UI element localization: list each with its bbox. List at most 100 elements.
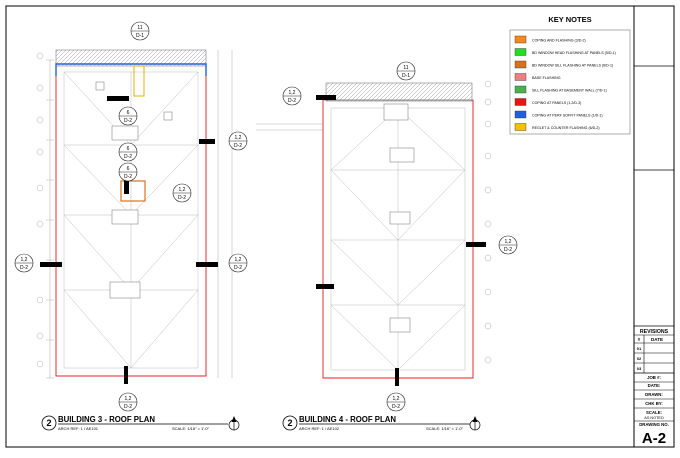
callout-sheet: D-2 (124, 154, 132, 160)
plan-arch-ref: ARCH REF: 1 / AE102 (299, 426, 340, 431)
b4-equipment (383, 103, 415, 333)
rev-row-number: 03 (637, 366, 642, 371)
plan-title-b3: 2 BUILDING 3 - ROOF PLAN ARCH REF: 1 / A… (41, 415, 240, 431)
key-note-item: COPING AT PERF SOFFIT PANELS (1/D-1) (514, 110, 603, 119)
building-3-plan (40, 49, 233, 384)
b4-connector (256, 123, 323, 131)
callout-bubbles: 11D-16D-26D-26D-21,2D-21,2D-21,2D-21,2D-… (14, 21, 518, 412)
b3-window-flashing (133, 65, 145, 97)
b3-coping-red (55, 76, 207, 377)
key-note-swatch (514, 48, 527, 56)
rev-row-number: 02 (637, 356, 642, 361)
plan-arch-ref: ARCH REF: 1 / AE101 (58, 426, 99, 431)
building-4-plan (36, 52, 492, 386)
plan-number: 2 (46, 418, 51, 428)
north-arrow-icon (228, 416, 240, 431)
section-callout: 1,2D-2 (14, 253, 34, 273)
callout-detail: 1,2 (505, 239, 512, 245)
callout-detail: 6 (127, 110, 130, 116)
key-note-item: COPING AND FLASHING (3/D-2) (514, 35, 586, 44)
key-note-item: COPING AT PANELS (1,2/D-3) (514, 98, 581, 106)
plan-title: BUILDING 4 - ROOF PLAN (299, 415, 396, 424)
section-callout: 1,2D-2 (282, 86, 302, 106)
key-note-label: SILL FLASHING AT BASEMENT WALL (7/D-1) (532, 89, 607, 93)
section-callout: 6D-2 (118, 142, 138, 162)
callout-detail: 11 (137, 25, 142, 31)
plan-number-bubble (282, 415, 298, 431)
plan-scale: SCALE: 1/16" = 1'-0" (426, 426, 464, 431)
plan-title-b4: 2 BUILDING 4 - ROOF PLAN ARCH REF: 1 / A… (282, 415, 481, 431)
north-arrow-icon (469, 416, 481, 431)
callout-sheet: D-2 (20, 265, 28, 271)
callout-sheet: D-1 (402, 73, 410, 79)
key-notes-title: KEY NOTES (548, 15, 591, 24)
key-note-label: REGLET & COUNTER FLASHING (6/D-2) (532, 126, 600, 130)
section-callout: 11D-1 (396, 61, 416, 81)
key-note-label: BD WINDOW HEAD FLASHING AT PANELS (5/D-1… (532, 51, 616, 55)
callout-detail: 1,2 (125, 396, 132, 402)
drawn-label: DRAWN: (645, 392, 663, 397)
plan-number-bubble (41, 415, 57, 431)
key-note-label: BD WINDOW SILL FLASHING AT PANELS (6/D-1… (532, 64, 613, 68)
key-note-item: BD WINDOW HEAD FLASHING AT PANELS (5/D-1… (514, 48, 616, 56)
b3-left-dims (46, 50, 233, 379)
callout-sheet: D-2 (124, 174, 132, 180)
callout-detail: 6 (127, 146, 130, 152)
b4-slope-lines (330, 107, 466, 371)
callout-sheet: D-2 (124, 118, 132, 124)
date-label: DATE: (648, 383, 661, 388)
key-note-swatch (514, 35, 527, 44)
rev-hash-header: # (638, 337, 641, 342)
callout-sheet: D-2 (234, 265, 242, 271)
callout-detail: 6 (127, 166, 130, 172)
section-callout: 1,2D-2 (118, 392, 138, 412)
scale-label: SCALE: (646, 410, 663, 415)
key-note-label: BASE FLASHING (532, 76, 561, 80)
key-notes-box (509, 29, 631, 135)
title-block: REVISIONS # DATE 01 02 03 JOB #: DATE: D… (634, 65, 674, 447)
key-note-label: COPING AT PANELS (1,2/D-3) (532, 101, 581, 105)
b4-grid-bubbles (36, 52, 492, 368)
key-note-item: SILL FLASHING AT BASEMENT WALL (7/D-1) (514, 85, 607, 94)
key-note-swatch (514, 123, 527, 131)
b4-roof-hatch (325, 82, 473, 102)
job-number-label: JOB #: (647, 375, 661, 380)
key-note-swatch (514, 98, 527, 106)
b3-coping-blue (55, 63, 207, 76)
callout-detail: 1,2 (179, 187, 186, 193)
b3-section-markers (40, 96, 218, 384)
callout-detail: 1,2 (289, 90, 296, 96)
sheet-border (5, 5, 675, 448)
key-notes-panel: KEY NOTES COPING AND FLASHING (3/D-2) BD … (509, 15, 631, 135)
b3-equipment (95, 81, 173, 299)
checked-by-label: CHK BY: (645, 401, 663, 406)
callout-detail: 1,2 (235, 135, 242, 141)
revisions-label: REVISIONS (640, 329, 669, 335)
callout-sheet: D-2 (504, 247, 512, 253)
section-callout: 1,2D-2 (498, 235, 518, 255)
drawing-number: A-2 (642, 430, 666, 447)
section-callout: 11D-1 (130, 21, 150, 41)
section-callout: 1,2D-2 (386, 392, 406, 412)
key-note-swatch (514, 85, 527, 94)
key-note-label: COPING AND FLASHING (3/D-2) (532, 39, 586, 43)
rev-row-number: 01 (637, 346, 642, 351)
callout-sheet: D-2 (392, 404, 400, 410)
plan-number: 2 (287, 418, 292, 428)
key-note-swatch (514, 73, 527, 81)
rev-date-header: DATE (651, 337, 663, 342)
key-note-item: BASE FLASHING (514, 73, 561, 81)
b3-roof-hatch (55, 49, 207, 67)
key-note-label: COPING AT PERF SOFFIT PANELS (1/D-1) (532, 114, 603, 118)
callout-detail: 1,2 (21, 257, 28, 263)
callout-detail: 1,2 (393, 396, 400, 402)
key-notes-list: COPING AND FLASHING (3/D-2) BD WINDOW HEA… (514, 35, 616, 131)
key-note-swatch (514, 60, 527, 69)
drawing-number-label: DRAWING NO. (639, 422, 669, 427)
section-callout: 1,2D-2 (228, 131, 248, 151)
b4-section-markers (316, 95, 486, 386)
callout-detail: 11 (403, 65, 408, 71)
key-note-swatch (514, 110, 527, 119)
key-note-item: BD WINDOW SILL FLASHING AT PANELS (6/D-1… (514, 60, 613, 69)
